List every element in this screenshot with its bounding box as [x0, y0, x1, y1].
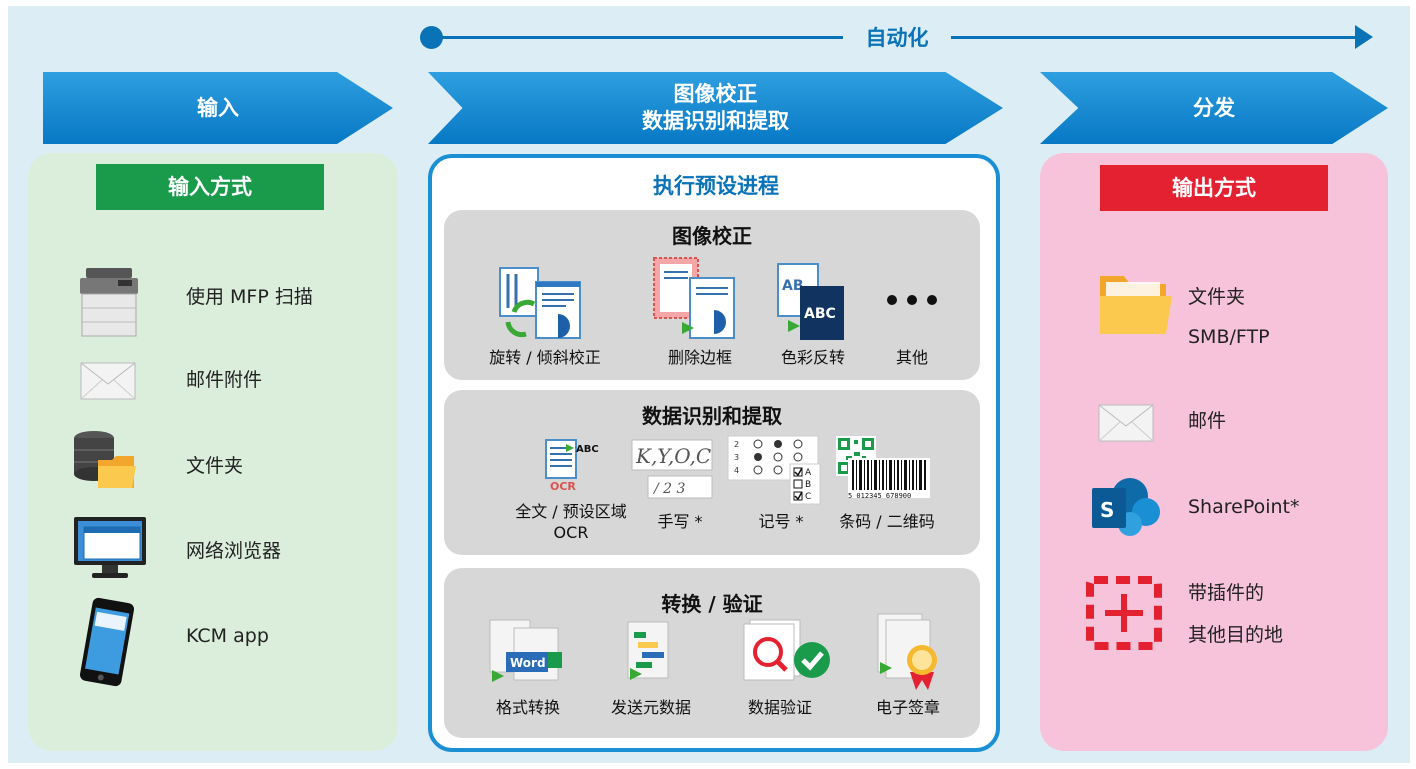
sharepoint-icon: S: [1088, 476, 1168, 538]
handwriting-label: 手写 *: [657, 512, 703, 531]
format-convert-icon: Word: [486, 618, 564, 684]
ocr-badge-text: ABC: [576, 444, 599, 455]
ocr-label-line1: 全文 / 预设区域: [515, 502, 627, 521]
remove-border-icon: [650, 256, 742, 342]
input-item-folder-label: 文件夹: [186, 455, 244, 477]
smartphone-icon: [74, 596, 140, 688]
output-plugin-label-line1: 带插件的: [1188, 582, 1265, 604]
envelope-icon: [1098, 404, 1154, 442]
data-verify-label: 数据验证: [747, 698, 812, 717]
input-item-app-label: KCM app: [186, 625, 269, 647]
stage-input-chevron: 输入: [43, 72, 393, 144]
omr-row-2: 3: [734, 453, 739, 462]
output-folder-label-line1: 文件夹: [1188, 286, 1246, 308]
other-label: 其他: [895, 348, 928, 367]
invert-small-text: AB: [782, 278, 804, 294]
data-verify-icon: [738, 618, 834, 682]
input-item-email-label: 邮件附件: [186, 369, 263, 391]
e-seal-icon: [870, 612, 950, 692]
input-item-browser-label: 网络浏览器: [186, 540, 282, 562]
mfp-printer-icon: [78, 266, 140, 338]
color-invert-icon: AB ABC: [776, 262, 848, 342]
handwriting-sample-top: K,Y,O,C: [635, 444, 711, 468]
barcode-qr-icon: 5 012345 678900: [834, 434, 932, 506]
stage-distribute-chevron: 分发: [1040, 72, 1388, 144]
ocr-icon: ABC OCR: [544, 438, 606, 496]
output-sharepoint-label: SharePoint*: [1188, 496, 1300, 518]
stage-process-label-line2: 数据识别和提取: [642, 109, 789, 133]
database-folder-icon: [72, 430, 138, 492]
omr-row-3: 4: [734, 466, 739, 475]
output-methods-title: 输出方式: [1100, 165, 1328, 211]
conversion-title: 转换 / 验证: [661, 592, 763, 616]
send-metadata-icon: [624, 620, 674, 682]
output-panel: [1040, 153, 1388, 751]
invert-badge-text: ABC: [804, 306, 836, 322]
ocr-small-text: OCR: [550, 480, 576, 493]
barcode-digits: 5 012345 678900: [848, 492, 911, 500]
automation-arrow-start-dot: [420, 26, 443, 49]
e-seal-label: 电子签章: [875, 698, 940, 717]
format-convert-label: 格式转换: [495, 698, 560, 717]
stage-distribute-label: 分发: [1193, 95, 1235, 120]
ocr-label-line2: OCR: [553, 523, 589, 542]
more-dots-icon: [884, 292, 940, 308]
handwriting-sample-bottom: / 2 3: [652, 481, 686, 497]
omr-row-1: 2: [734, 440, 739, 449]
folder-icon: [1096, 268, 1176, 340]
output-plugin-label-line2: 其他目的地: [1188, 624, 1284, 646]
automation-arrow-head: [1355, 25, 1373, 49]
envelope-icon: [80, 362, 136, 400]
monitor-browser-icon: [72, 515, 148, 581]
omr-mark-c: C: [805, 492, 811, 502]
plugin-icon: [1086, 576, 1162, 650]
send-metadata-label: 发送元数据: [610, 698, 691, 717]
rotate-deskew-label: 旋转 / 倾斜校正: [489, 348, 601, 367]
omr-mark-b: B: [805, 480, 811, 490]
stage-process-chevron: 图像校正 数据识别和提取: [428, 72, 1003, 144]
word-badge-text: Word: [510, 656, 546, 670]
automation-label: 自动化: [843, 22, 951, 54]
input-item-mfp-label: 使用 MFP 扫描: [186, 286, 313, 308]
output-email-label: 邮件: [1188, 410, 1227, 432]
rotate-deskew-icon: [496, 264, 588, 342]
image-correction-title: 图像校正: [672, 224, 752, 248]
remove-border-label: 删除边框: [667, 348, 732, 367]
handwriting-icon: K,Y,O,C / 2 3: [630, 438, 714, 502]
stage-input-label: 输入: [197, 95, 239, 120]
color-invert-label: 色彩反转: [780, 348, 845, 367]
sharepoint-badge-text: S: [1100, 498, 1114, 522]
data-extraction-title: 数据识别和提取: [642, 404, 782, 428]
omr-marks-icon: 2 3 4 A B C: [726, 434, 822, 506]
stage-process-label-line1: 图像校正: [673, 82, 758, 106]
omr-label: 记号 *: [758, 512, 804, 531]
input-methods-title: 输入方式: [96, 164, 324, 210]
barcode-label: 条码 / 二维码: [839, 512, 935, 531]
output-folder-label-line2: SMB/FTP: [1188, 326, 1270, 348]
omr-mark-a: A: [805, 468, 812, 478]
process-panel-title: 执行预设进程: [653, 174, 779, 198]
